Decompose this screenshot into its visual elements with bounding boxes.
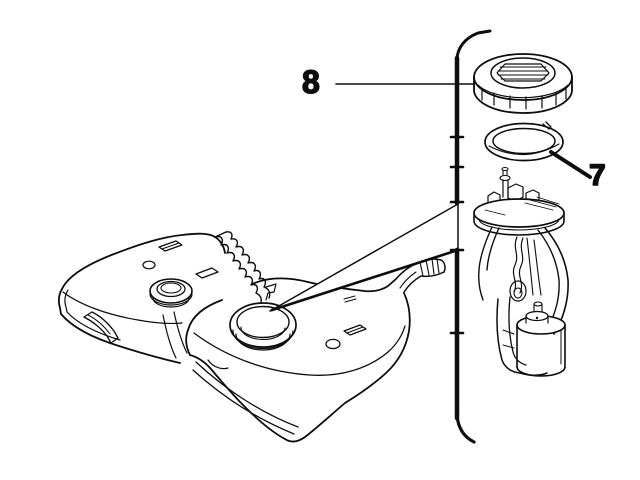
fuel-pump-module-drawing: [473, 167, 569, 377]
group-bracket: [449, 29, 492, 444]
callout-8-label: 8: [302, 64, 320, 100]
callout-7: 7: [549, 150, 606, 193]
lock-ring-drawing: [473, 53, 573, 114]
callout-8: 8: [301, 63, 475, 101]
fuel-tank-drawing: [58, 231, 446, 443]
tank-pump-opening: [229, 302, 297, 351]
callout-7-label: 7: [589, 159, 606, 192]
installation-arrow-icon: [269, 203, 460, 312]
callout-7-leader-line: [549, 150, 592, 179]
seal-ring-drawing: [484, 121, 564, 162]
